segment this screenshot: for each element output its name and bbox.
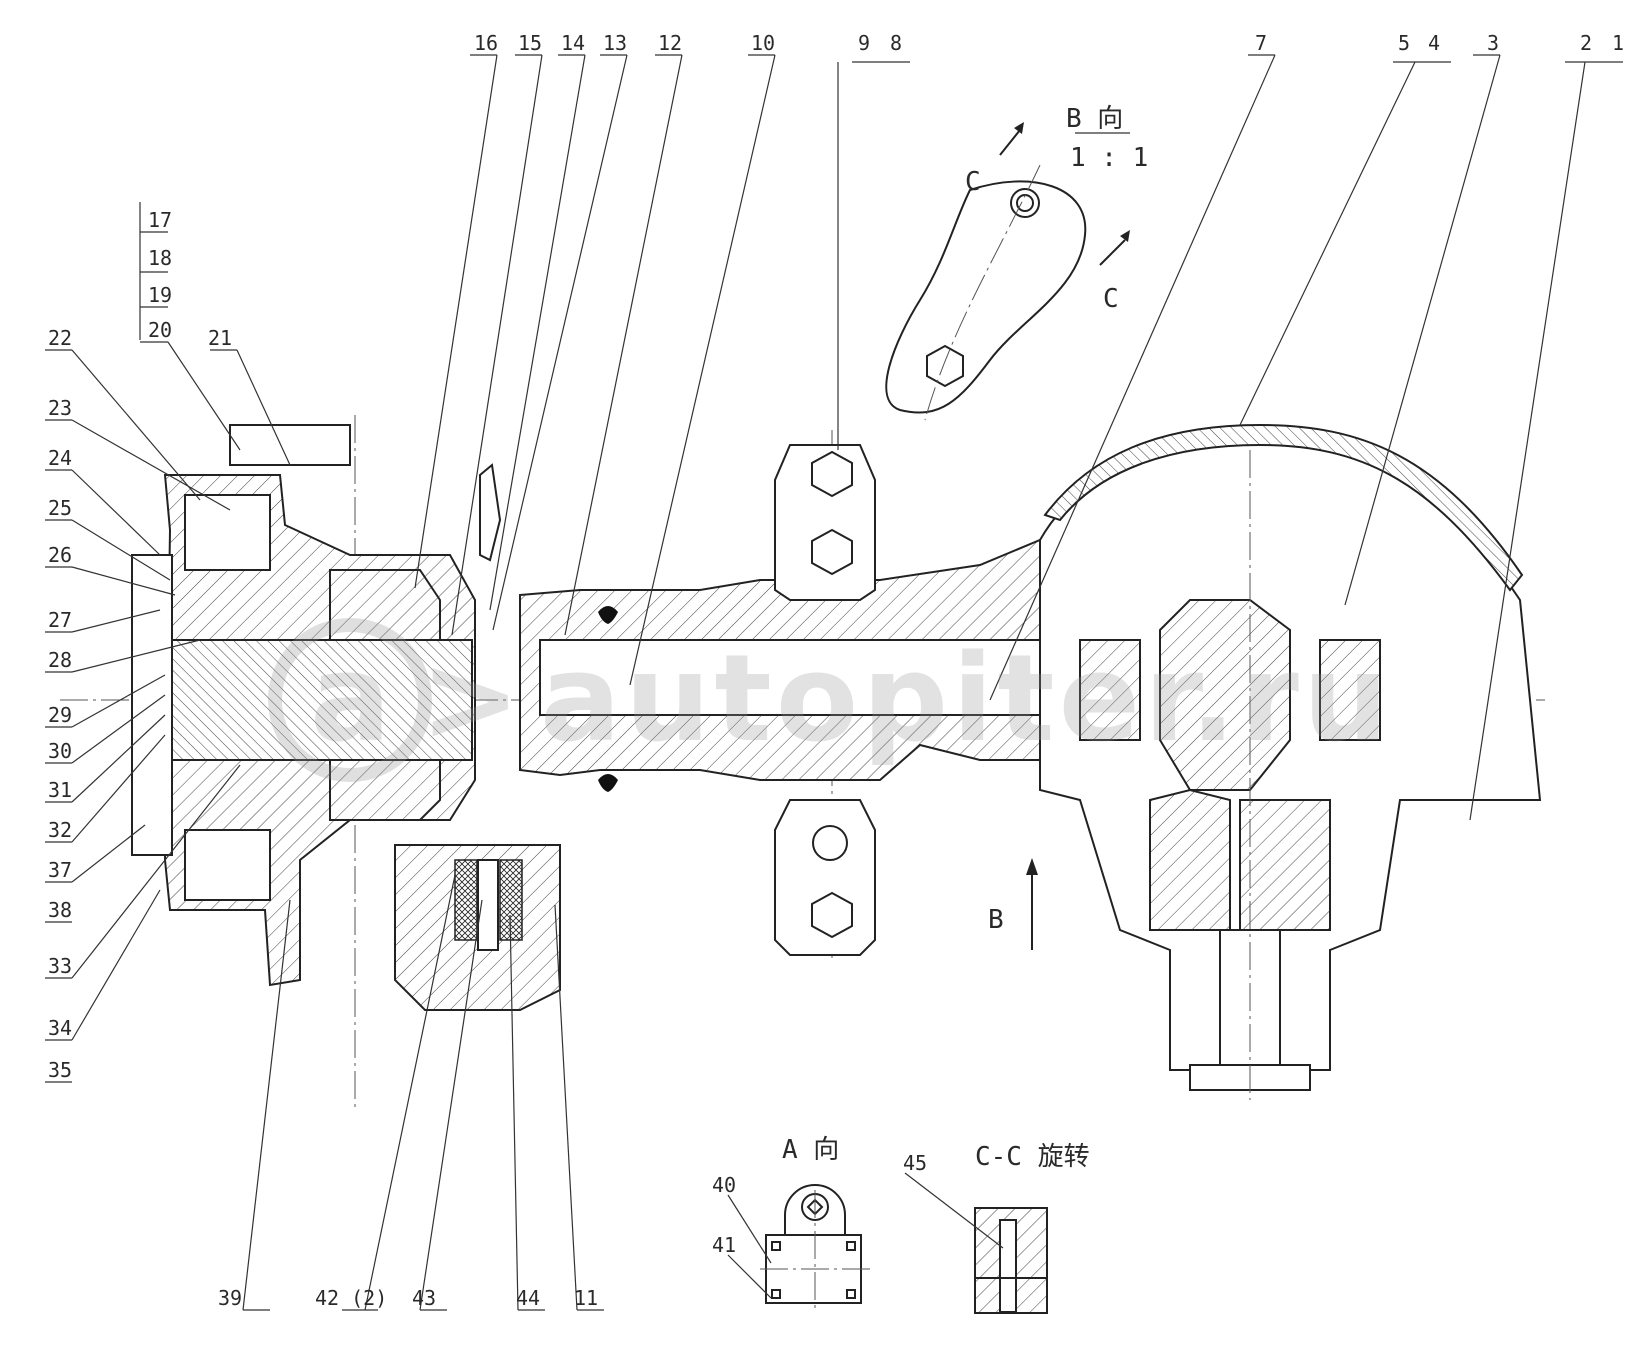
callout-34: 34 [48, 1016, 72, 1040]
callout-39: 39 [218, 1286, 242, 1310]
callout-3: 3 [1487, 31, 1499, 55]
callout-42: 42 (2) [315, 1286, 387, 1310]
wheel-hub [131, 424, 502, 987]
callout-44: 44 [516, 1286, 540, 1310]
autopiter-watermark: a > autopiter.ru [268, 618, 1392, 782]
callout-32: 32 [48, 818, 72, 842]
callout-1: 1 [1612, 31, 1624, 55]
section-mark-c-lower: C [1103, 284, 1119, 314]
callout-20: 20 [148, 318, 172, 342]
watermark-logo-a: a [310, 630, 395, 769]
view-b-detail: B 向 1 : 1 C C [885, 104, 1148, 421]
section-mark-c-upper: C [965, 167, 981, 197]
axle-housing [519, 538, 1047, 781]
callout-23: 23 [48, 396, 72, 420]
left-callouts: 17 18 19 20 21 22 23 24 25 26 27 28 29 3… [45, 202, 291, 1083]
callout-11: 11 [574, 1286, 598, 1310]
callout-19: 19 [148, 283, 172, 307]
callout-26: 26 [48, 543, 72, 567]
seal-lower [598, 774, 618, 792]
callout-16: 16 [474, 31, 498, 55]
callout-38: 38 [48, 898, 72, 922]
callout-41: 41 [712, 1233, 736, 1257]
callout-31: 31 [48, 778, 72, 802]
top-callouts: 16 15 14 13 12 10 9 8 7 5 4 3 2 1 [414, 31, 1624, 821]
spring-seat [774, 444, 876, 956]
view-b-scale: 1 : 1 [1070, 143, 1148, 173]
watermark-text: autopiter.ru [540, 630, 1392, 769]
callout-9: 9 [858, 31, 870, 55]
callout-4: 4 [1428, 31, 1440, 55]
view-b-title: B 向 [1066, 104, 1123, 134]
callout-13: 13 [603, 31, 627, 55]
callout-43: 43 [412, 1286, 436, 1310]
callout-12: 12 [658, 31, 682, 55]
callout-2: 2 [1580, 31, 1592, 55]
view-b-arrow-label: B [988, 905, 1004, 935]
differential-carrier [1039, 423, 1542, 1100]
callout-24: 24 [48, 446, 72, 470]
callout-17: 17 [148, 208, 172, 232]
callout-22: 22 [48, 326, 72, 350]
seal-upper [598, 606, 618, 624]
view-cc-title: C-C 旋转 [975, 1142, 1090, 1172]
callout-29: 29 [48, 703, 72, 727]
callout-27: 27 [48, 608, 72, 632]
callout-37: 37 [48, 858, 72, 882]
bottom-callouts: 39 42 (2) 43 44 11 [218, 874, 604, 1311]
view-cc-detail: C-C 旋转 45 [903, 1142, 1090, 1314]
callout-7: 7 [1255, 31, 1267, 55]
callout-15: 15 [518, 31, 542, 55]
callout-28: 28 [48, 648, 72, 672]
callout-35: 35 [48, 1058, 72, 1082]
callout-10: 10 [751, 31, 775, 55]
callout-33: 33 [48, 954, 72, 978]
callout-40: 40 [712, 1173, 736, 1197]
callout-21: 21 [208, 326, 232, 350]
callout-8: 8 [890, 31, 902, 55]
callout-45: 45 [903, 1151, 927, 1175]
callout-30: 30 [48, 739, 72, 763]
callout-18: 18 [148, 246, 172, 270]
callout-25: 25 [48, 496, 72, 520]
watermark-logo-arrow: > [420, 630, 525, 769]
view-a-detail: A 向 40 41 [712, 1135, 870, 1310]
view-a-title: A 向 [782, 1135, 839, 1165]
callout-14: 14 [561, 31, 585, 55]
view-b-arrow: B [988, 858, 1038, 950]
callout-5: 5 [1398, 31, 1410, 55]
